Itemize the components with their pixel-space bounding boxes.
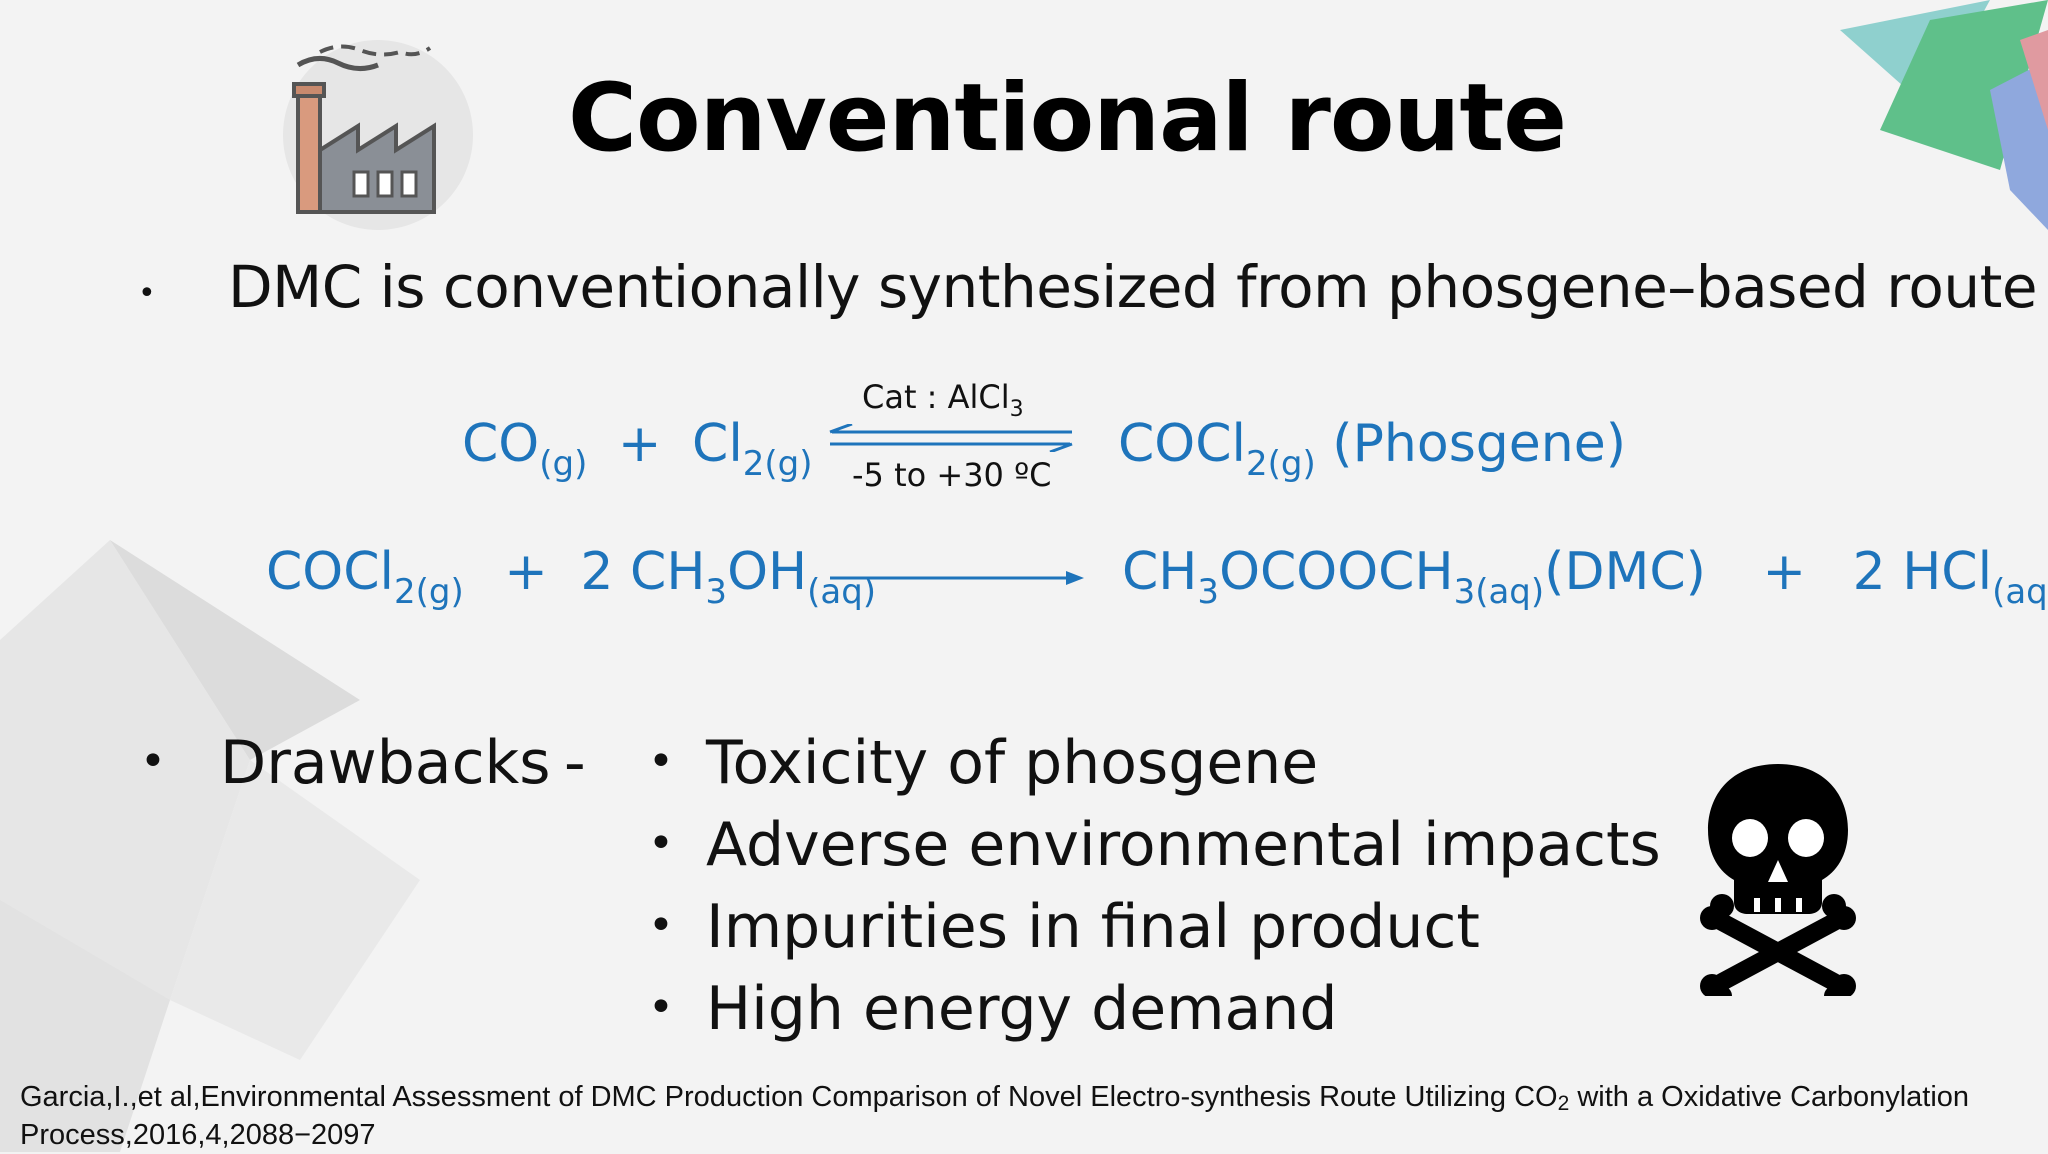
methanol-state: (aq)	[807, 572, 877, 612]
drawback-item: Impurities in final product	[706, 892, 1480, 962]
drawback-bullet: •	[648, 736, 674, 787]
reaction1-plus: +	[617, 414, 662, 474]
phosgene-formula: COCl	[1118, 414, 1246, 474]
cocl2-state: 2(g)	[394, 572, 464, 612]
drawback-item: Adverse environmental impacts	[706, 810, 1661, 880]
cocl2-formula: COCl	[266, 542, 394, 602]
methanol-sub1: 3	[705, 572, 728, 612]
dmc-name: (DMC)	[1544, 542, 1706, 602]
drawback-bullet: •	[648, 982, 674, 1033]
dmc-a: CH	[1122, 542, 1198, 602]
cl-state: 2(g)	[742, 444, 813, 484]
hcl-formula: 2 HCl	[1852, 542, 1993, 602]
drawback-bullet: •	[648, 818, 674, 869]
equilibrium-arrow-icon	[829, 424, 1073, 452]
reaction1-temperature: -5 to +30 ºC	[852, 456, 1052, 494]
cl-formula: Cl	[692, 414, 743, 474]
phosgene-name: (Phosgene)	[1332, 414, 1627, 474]
reaction2-plus2: +	[1762, 542, 1807, 602]
co-formula: CO	[462, 414, 540, 474]
skull-crossbones-icon	[1700, 764, 1856, 996]
reaction2-plus: +	[504, 542, 548, 602]
catalyst-sub: 3	[1009, 397, 1024, 422]
dmc-sub1: 3	[1197, 572, 1220, 612]
drawbacks-dash: -	[564, 728, 586, 798]
catalyst-label: Cat : AlCl	[862, 378, 1010, 416]
reaction1-reactants: CO(g) + Cl2(g)	[462, 414, 813, 481]
drawbacks-bullet: •	[140, 736, 166, 787]
intro-bullet: •	[138, 276, 156, 311]
slide-title: Conventional route	[568, 64, 1567, 173]
reaction1-catalyst: Cat : AlCl3	[862, 378, 1024, 421]
hcl-state: (aq)	[1992, 572, 2048, 612]
drawback-item: High energy demand	[706, 974, 1338, 1044]
reaction1-product: COCl2(g) (Phosgene)	[1118, 414, 1627, 481]
drawback-item: Toxicity of phosgene	[706, 728, 1319, 798]
reference-sub: 2	[1557, 1092, 1570, 1115]
intro-text: DMC is conventionally synthesized from p…	[228, 253, 2038, 321]
reaction-arrow-icon	[830, 571, 1084, 585]
phosgene-state: 2(g)	[1246, 444, 1316, 484]
methanol-a: 2 CH	[580, 542, 706, 602]
methanol-b: OH	[727, 542, 808, 602]
drawback-bullet: •	[648, 900, 674, 951]
factory-icon	[283, 40, 473, 230]
reference-text-b: with a Oxidative Carbonylation Process,2…	[20, 1081, 1970, 1151]
dmc-state: 3(aq)	[1453, 572, 1545, 612]
co-state: (g)	[539, 444, 588, 484]
reference-citation: Garcia,I.,et al,Environmental Assessment…	[20, 1078, 2030, 1154]
drawbacks-label: Drawbacks	[220, 728, 551, 798]
reference-text-a: Garcia,I.,et al,Environmental Assessment…	[20, 1081, 1558, 1113]
dmc-b: OCOOCH	[1219, 542, 1454, 602]
reaction2-reactants: COCl2(g) + 2 CH3OH(aq)	[266, 542, 876, 609]
reaction2-products: CH3OCOOCH3(aq)(DMC) + 2 HCl(aq)	[1122, 542, 2048, 609]
